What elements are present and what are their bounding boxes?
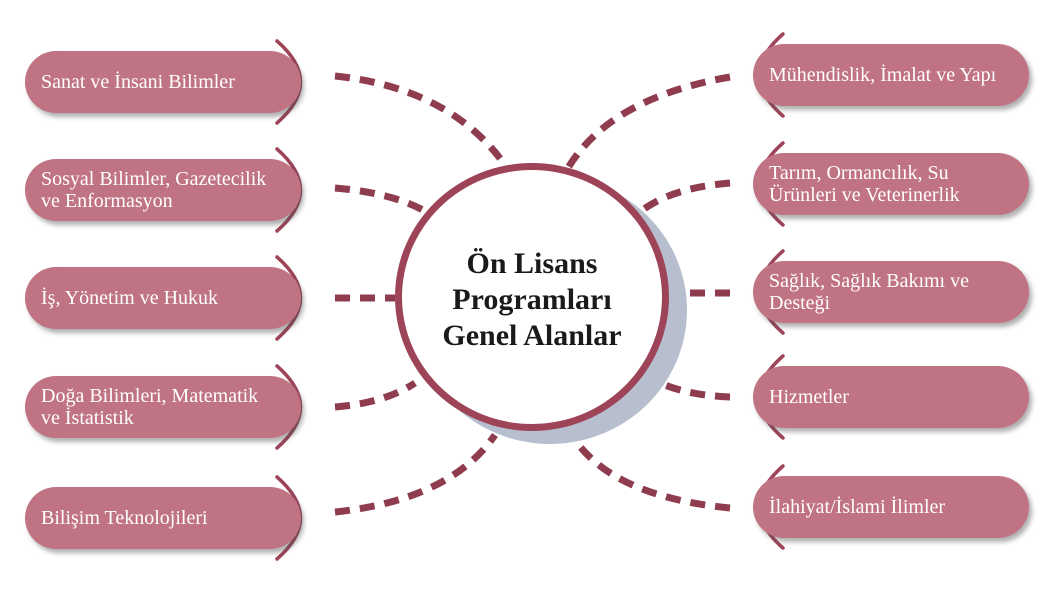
- category-pill-left-5: Bilişim Teknolojileri: [25, 487, 301, 549]
- category-pill-right-3: Sağlık, Sağlık Bakımı ve Desteği: [753, 261, 1029, 323]
- category-label: Sağlık, Sağlık Bakımı ve Desteği: [769, 270, 969, 314]
- category-label: Doğa Bilimleri, Matematik ve İstatistik: [41, 385, 259, 429]
- right-connector-2: [637, 179, 731, 215]
- left-connector-1: [334, 72, 508, 168]
- left-connector-4: [334, 380, 417, 411]
- category-label: Tarım, Ormancılık, Su Ürünleri ve Veteri…: [769, 162, 960, 206]
- category-pill-left-2: Sosyal Bilimler, Gazetecilik ve Enformas…: [25, 159, 301, 221]
- category-pill-right-1: Mühendislik, İmalat ve Yapı: [753, 44, 1029, 106]
- category-pill-left-3: İş, Yönetim ve Hukuk: [25, 267, 301, 329]
- category-label: İlahiyat/İslami İlimler: [769, 496, 946, 518]
- category-label: İş, Yönetim ve Hukuk: [41, 287, 219, 309]
- right-connector-1: [564, 73, 731, 170]
- category-pill-right-2: Tarım, Ormancılık, Su Ürünleri ve Veteri…: [753, 153, 1029, 215]
- category-pill-right-5: İlahiyat/İslami İlimler: [753, 476, 1029, 538]
- right-connector-5: [572, 437, 731, 512]
- category-label: Sanat ve İnsani Bilimler: [41, 71, 235, 93]
- category-pill-right-4: Hizmetler: [753, 366, 1029, 428]
- category-pill-left-1: Sanat ve İnsani Bilimler: [25, 51, 301, 113]
- category-label: Mühendislik, İmalat ve Yapı: [769, 64, 997, 86]
- left-connector-2: [334, 184, 430, 217]
- center-title: Ön Lisans Programları Genel Alanlar: [442, 247, 622, 352]
- category-pill-left-4: Doğa Bilimleri, Matematik ve İstatistik: [25, 376, 301, 438]
- category-label: Bilişim Teknolojileri: [41, 507, 208, 529]
- category-label: Sosyal Bilimler, Gazetecilik ve Enformas…: [41, 168, 267, 212]
- center-circle: Ön Lisans Programları Genel Alanlar: [395, 163, 669, 431]
- category-label: Hizmetler: [769, 386, 849, 408]
- left-connector-5: [334, 433, 498, 516]
